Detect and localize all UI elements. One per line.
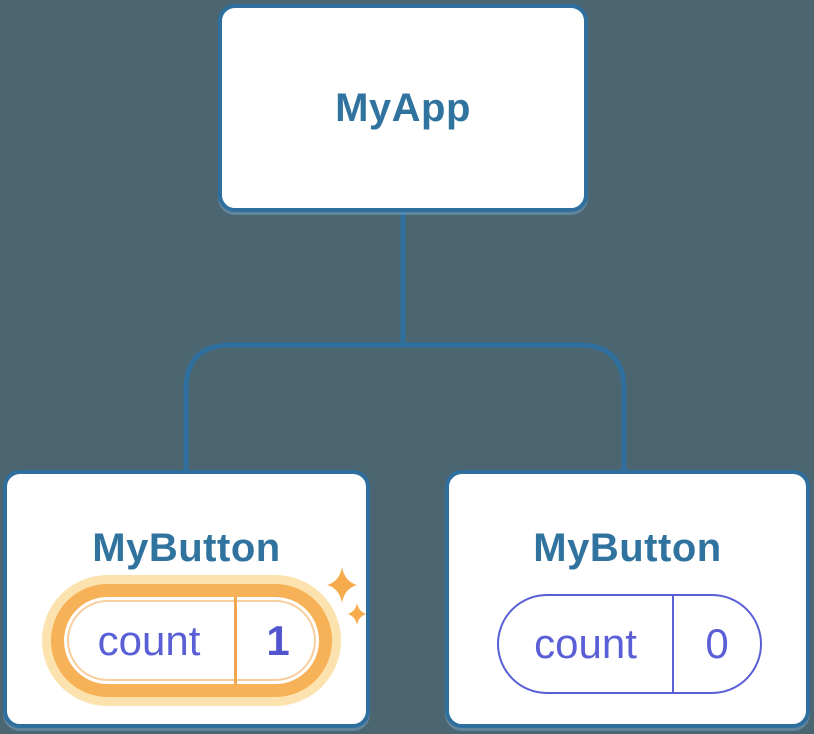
- node-mybutton-label: MyButton: [92, 526, 281, 570]
- state-value: 0: [705, 620, 729, 667]
- sparkle-icon-small: [347, 603, 367, 625]
- state-pill-plain: count 0: [497, 594, 762, 694]
- branch-line: [183, 342, 627, 471]
- state-value: 1: [266, 616, 290, 664]
- state-key: count: [97, 616, 201, 664]
- pill-divider: [672, 596, 674, 692]
- node-mybutton-plain: MyButton count 0: [445, 470, 810, 728]
- node-myapp-label: MyApp: [335, 85, 471, 130]
- node-myapp: MyApp: [218, 4, 588, 212]
- node-mybutton-highlighted: MyButton count 1: [3, 470, 370, 728]
- state-key: count: [534, 620, 637, 667]
- pill-divider: [234, 597, 237, 684]
- state-pill-highlighted: count 1: [51, 584, 332, 697]
- node-mybutton-label: MyButton: [533, 526, 722, 570]
